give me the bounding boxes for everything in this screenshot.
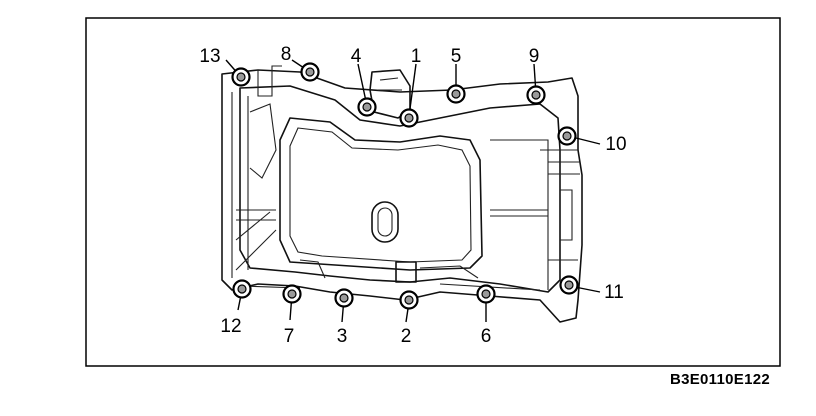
bolt-4 [357, 97, 377, 117]
bolt-label-5: 5 [451, 46, 462, 67]
bolt-label-11: 11 [604, 282, 624, 303]
oil-pan-outline [221, 65, 583, 323]
bolt-3 [334, 288, 354, 308]
bolt-6 [476, 284, 496, 304]
bolt-8 [300, 62, 320, 82]
bolt-1 [399, 108, 419, 128]
bolt-7 [282, 284, 302, 304]
figure-code: B3E0110E122 [669, 371, 770, 388]
bolt-5 [446, 84, 466, 104]
bolt-label-3: 3 [337, 326, 348, 347]
bolts [231, 62, 579, 310]
bolt-label-9: 9 [529, 46, 540, 67]
bolt-11 [559, 275, 579, 295]
bolt-2 [399, 290, 419, 310]
diagram-frame [85, 17, 781, 367]
bolt-label-6: 6 [481, 326, 492, 347]
bolt-12 [232, 279, 252, 299]
bolt-label-10: 10 [605, 134, 626, 155]
bolt-label-4: 4 [351, 46, 362, 67]
bolt-label-12: 12 [220, 316, 241, 337]
bolt-13 [231, 67, 251, 87]
bolt-label-7: 7 [284, 326, 295, 347]
bolt-label-1: 1 [411, 46, 422, 67]
bolt-labels: 1 2 3 4 5 6 7 8 9 10 11 12 13 [199, 44, 626, 347]
bolt-label-13: 13 [199, 46, 220, 67]
bolt-label-2: 2 [401, 326, 412, 347]
bolt-label-8: 8 [281, 44, 292, 65]
bolt-10 [557, 126, 577, 146]
bolt-9 [526, 85, 546, 105]
